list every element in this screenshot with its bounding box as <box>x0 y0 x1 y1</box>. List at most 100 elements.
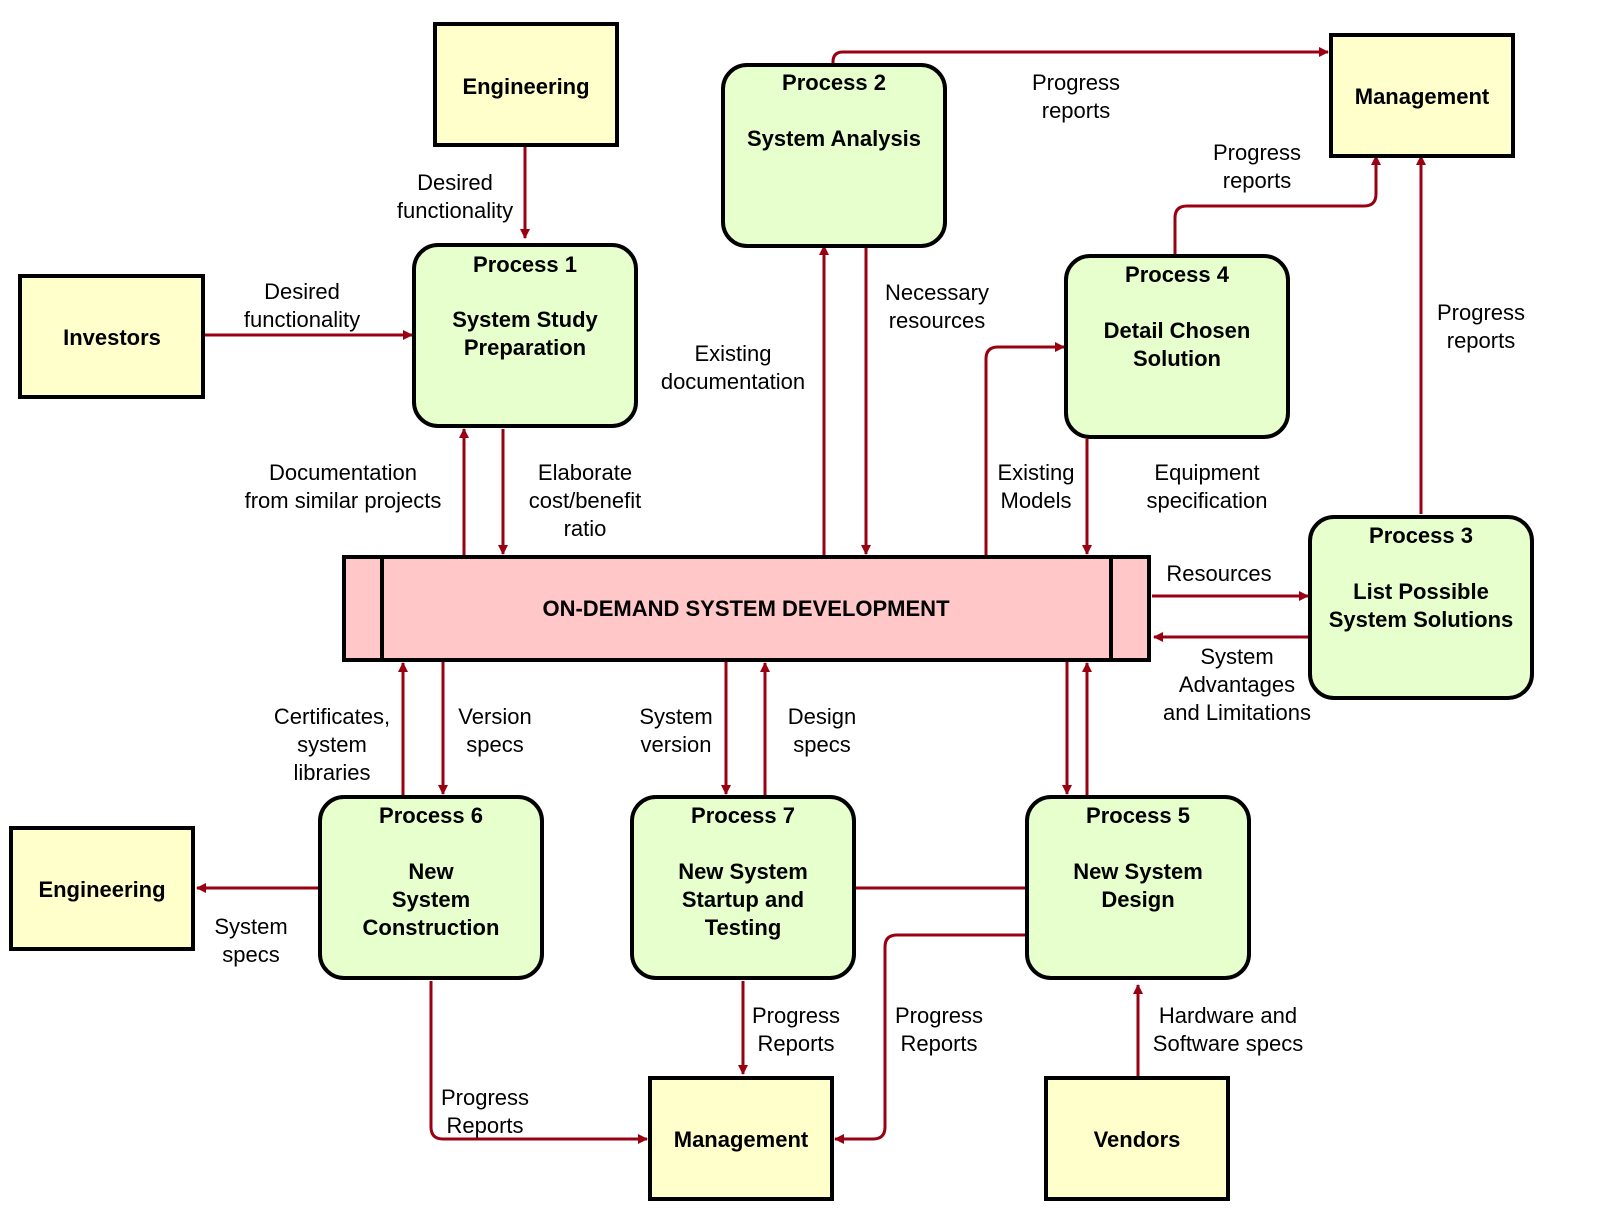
svg-text:System: System <box>639 704 712 729</box>
svg-text:Design: Design <box>788 704 856 729</box>
svg-text:Progress: Progress <box>441 1085 529 1110</box>
svg-text:Resources: Resources <box>1166 561 1271 586</box>
label-desired-functionality-engineering: Desired functionality <box>397 170 513 223</box>
label-version-specs: Version specs <box>458 704 531 757</box>
process-6[interactable]: Process 6 New System Construction <box>318 795 544 980</box>
svg-text:specs: specs <box>793 732 850 757</box>
store-label: ON-DEMAND SYSTEM DEVELOPMENT <box>542 596 950 621</box>
process-name: Testing <box>705 915 782 940</box>
label-certificates-system-libraries: Certificates, system libraries <box>274 704 390 785</box>
label-resources: Resources <box>1166 561 1271 586</box>
entity-engineering-top[interactable]: Engineering <box>433 22 619 147</box>
entity-vendors[interactable]: Vendors <box>1044 1076 1230 1201</box>
svg-text:Elaborate: Elaborate <box>538 460 632 485</box>
flow-p4-to-management <box>1173 155 1381 255</box>
process-name: System Analysis <box>747 126 921 151</box>
svg-text:Reports: Reports <box>900 1031 977 1056</box>
flows <box>196 47 1426 1144</box>
svg-text:Documentation: Documentation <box>269 460 417 485</box>
label-hardware-software-specs: Hardware and Software specs <box>1153 1003 1303 1056</box>
entity-label: Investors <box>63 325 161 350</box>
svg-text:Necessary: Necessary <box>885 280 989 305</box>
label-progress-reports-p2: Progress reports <box>1032 70 1120 123</box>
process-7[interactable]: Process 7 New System Startup and Testing <box>630 795 856 980</box>
process-name: Solution <box>1133 346 1221 371</box>
process-number: Process 5 <box>1086 803 1190 828</box>
process-4[interactable]: Process 4 Detail Chosen Solution <box>1064 254 1290 439</box>
entity-label: Engineering <box>462 74 589 99</box>
process-name: New <box>408 859 454 884</box>
label-progress-reports-p4: Progress reports <box>1213 140 1301 193</box>
label-system-advantages-limitations: System Advantages and Limitations <box>1163 644 1311 725</box>
process-name: Startup and <box>682 887 804 912</box>
entity-management-bottom[interactable]: Management <box>648 1076 834 1201</box>
flow-store-to-p4 <box>984 342 1065 557</box>
process-number: Process 1 <box>473 252 577 277</box>
svg-text:Progress: Progress <box>1213 140 1301 165</box>
flow-p2-to-management <box>831 47 1329 64</box>
entity-label: Management <box>1355 84 1490 109</box>
entity-investors[interactable]: Investors <box>18 274 205 399</box>
svg-text:Existing: Existing <box>997 460 1074 485</box>
process-5[interactable]: Process 5 New System Design <box>1025 795 1251 980</box>
process-name: New System <box>1073 859 1203 884</box>
svg-text:and Limitations: and Limitations <box>1163 700 1311 725</box>
svg-text:from similar projects: from similar projects <box>245 488 442 513</box>
entity-management-top[interactable]: Management <box>1329 33 1515 158</box>
entity-label: Engineering <box>38 877 165 902</box>
svg-text:Desired: Desired <box>417 170 493 195</box>
svg-text:Certificates,: Certificates, <box>274 704 390 729</box>
svg-text:Reports: Reports <box>757 1031 834 1056</box>
flow-labels: Desired functionality Desired functional… <box>214 70 1525 1138</box>
label-design-specs: Design specs <box>788 704 856 757</box>
svg-text:reports: reports <box>1042 98 1110 123</box>
label-equipment-specification: Equipment specification <box>1146 460 1267 513</box>
process-number: Process 2 <box>782 70 886 95</box>
process-name: List Possible <box>1353 579 1489 604</box>
process-number: Process 3 <box>1369 523 1473 548</box>
process-1[interactable]: Process 1 System Study Preparation <box>412 243 638 428</box>
process-name: New System <box>678 859 808 884</box>
flow-p6-to-management <box>429 981 648 1144</box>
svg-text:Equipment: Equipment <box>1154 460 1259 485</box>
svg-text:functionality: functionality <box>397 198 513 223</box>
process-name: Construction <box>363 915 500 940</box>
svg-text:Progress: Progress <box>752 1003 840 1028</box>
flow-p5-to-management <box>834 933 1027 1144</box>
svg-text:Progress: Progress <box>1437 300 1525 325</box>
label-existing-documentation: Existing documentation <box>661 341 805 394</box>
label-progress-reports-p7: Progress Reports <box>752 1003 840 1056</box>
svg-text:Progress: Progress <box>1032 70 1120 95</box>
svg-text:Reports: Reports <box>446 1113 523 1138</box>
entity-label: Vendors <box>1094 1127 1181 1152</box>
svg-text:Hardware and: Hardware and <box>1159 1003 1297 1028</box>
svg-text:System: System <box>1200 644 1273 669</box>
process-2[interactable]: Process 2 System Analysis <box>721 63 947 248</box>
label-desired-functionality-investors: Desired functionality <box>244 279 360 332</box>
svg-text:Models: Models <box>1001 488 1072 513</box>
svg-text:system: system <box>297 732 367 757</box>
svg-text:System: System <box>214 914 287 939</box>
process-name: System Solutions <box>1329 607 1514 632</box>
svg-text:Version: Version <box>458 704 531 729</box>
process-number: Process 6 <box>379 803 483 828</box>
entity-label: Management <box>674 1127 809 1152</box>
svg-text:resources: resources <box>889 308 986 333</box>
svg-text:cost/benefit: cost/benefit <box>529 488 642 513</box>
svg-text:Software specs: Software specs <box>1153 1031 1303 1056</box>
process-name: System Study <box>452 307 598 332</box>
svg-text:Desired: Desired <box>264 279 340 304</box>
entity-engineering-left[interactable]: Engineering <box>9 826 195 951</box>
svg-text:documentation: documentation <box>661 369 805 394</box>
process-name: Design <box>1101 887 1174 912</box>
process-3[interactable]: Process 3 List Possible System Solutions <box>1308 515 1534 700</box>
svg-text:version: version <box>641 732 712 757</box>
label-progress-reports-p5: Progress Reports <box>895 1003 983 1056</box>
process-number: Process 4 <box>1125 262 1230 287</box>
svg-text:reports: reports <box>1223 168 1291 193</box>
label-system-specs: System specs <box>214 914 287 967</box>
data-store-on-demand[interactable]: ON-DEMAND SYSTEM DEVELOPMENT <box>342 555 1151 662</box>
svg-text:specification: specification <box>1146 488 1267 513</box>
svg-text:Advantages: Advantages <box>1179 672 1295 697</box>
